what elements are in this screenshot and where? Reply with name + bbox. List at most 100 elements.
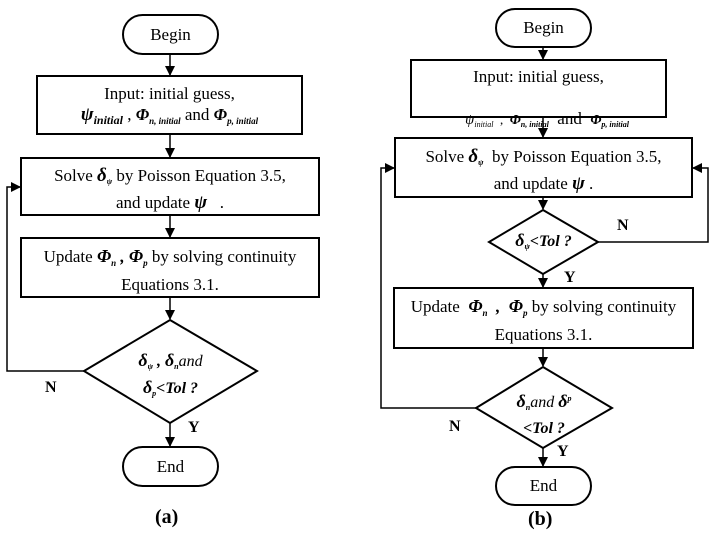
psi-symbol: ψ — [194, 192, 208, 213]
delta-n-subscript: n — [174, 362, 179, 371]
flowchart-a — [6, 14, 320, 487]
solve-line2-a: and update ψ . — [21, 192, 319, 213]
and-text: and — [178, 353, 203, 370]
delta-p-symbol: δ — [558, 391, 568, 411]
input-line1-b: Input: initial guess, — [473, 67, 604, 86]
tolerance-condition: <Tol ? — [529, 233, 572, 250]
decision2-text-b: δnand δp <Tol ? — [476, 388, 612, 439]
update-pre: and update — [115, 193, 195, 212]
update-line1-b: Update Φn , Φp by solving continuity — [394, 296, 693, 324]
delta-psi-subscript: ψ — [147, 362, 153, 371]
caption-a: (a) — [155, 506, 179, 528]
update-post: by solving continuity — [527, 297, 677, 316]
phi-p-subscript: p, initial — [601, 120, 629, 129]
comma: , — [152, 353, 165, 370]
psi-symbol: ψ — [572, 173, 585, 194]
loop-no-line-decision1-b — [598, 163, 709, 243]
update-pre: Update — [410, 297, 469, 316]
comma: , — [487, 297, 509, 316]
separator: , — [493, 112, 510, 127]
psi-symbol: ψ — [80, 104, 94, 125]
phi-n-symbol: Φ — [509, 113, 521, 128]
delta-psi-subscript: ψ — [524, 242, 530, 251]
end-terminal-a — [122, 446, 219, 487]
decision-line2-a: δp<Tol ? — [84, 377, 257, 404]
no-label-decision2-b: N — [449, 418, 461, 435]
phi-p-subscript: p — [143, 258, 148, 268]
caption-b: (b) — [528, 508, 553, 530]
delta-symbol: δ — [468, 146, 479, 167]
yes-label-a: Y — [188, 419, 200, 436]
delta-n-symbol: δ — [516, 391, 526, 411]
begin-label-a: Begin — [150, 25, 191, 44]
and-text: and — [180, 105, 214, 124]
phi-n-symbol: Φ — [96, 246, 112, 266]
psi-symbol: ψ — [465, 112, 475, 128]
delta-n-subscript: n — [525, 403, 531, 412]
input-line2-b: ψinitial , Φn, initial and Φp, initial — [411, 87, 666, 156]
delta-p-symbol: δ — [142, 377, 153, 397]
and-text: and — [530, 394, 559, 411]
end-label-a: End — [156, 457, 185, 476]
decision1-text-b: δψ<Tol ? — [489, 230, 598, 257]
end-label-b: End — [529, 476, 558, 495]
yes-label-decision1-b: Y — [564, 269, 576, 286]
solve-pre: Solve — [54, 166, 98, 185]
tolerance-condition: <Tol ? — [156, 380, 199, 397]
input-text-b: Input: initial guess, ψinitial , Φn, ini… — [411, 66, 666, 156]
phi-n-subscript: n, initial — [149, 116, 181, 126]
loop-no-line-decision2-b — [380, 163, 476, 409]
input-line2-a: ψinitial , Φn, initial and Φp, initial — [37, 104, 302, 132]
comma: , — [116, 247, 129, 266]
solve-text-b: Solve δψ by Poisson Equation 3.5, and up… — [395, 146, 692, 194]
solve-post: by Poisson Equation 3.5, — [483, 147, 662, 166]
delta-p-subscript: p — [567, 394, 572, 403]
begin-label-b: Begin — [523, 18, 564, 37]
phi-p-symbol: Φ — [508, 296, 523, 316]
separator: , — [122, 105, 136, 124]
phi-n-symbol: Φ — [468, 296, 483, 316]
solve-text-a: Solve δψ by Poisson Equation 3.5, and up… — [21, 165, 319, 213]
update-pre: Update — [43, 247, 97, 266]
update-text-a: Update Φn , Φp by solving continuity Equ… — [21, 246, 319, 295]
decision2-line2-b: <Tol ? — [523, 420, 565, 437]
phi-n-symbol: Φ — [135, 105, 150, 124]
yes-label-decision2-b: Y — [557, 443, 569, 460]
solve-line1-b: Solve δψ by Poisson Equation 3.5, — [395, 146, 692, 173]
phi-n-subscript: n, initial — [520, 120, 549, 129]
input-line1-a: Input: initial guess, — [104, 84, 235, 103]
phi-n-subscript: n — [482, 308, 488, 318]
phi-p-symbol: Φ — [213, 105, 228, 124]
solve-post: by Poisson Equation 3.5, — [112, 166, 286, 185]
delta-subscript: ψ — [478, 158, 484, 167]
phi-p-symbol: Φ — [590, 113, 602, 128]
end-terminal-b — [495, 466, 592, 506]
and-text: and — [548, 109, 591, 128]
update-pre: and update — [493, 174, 573, 193]
period: . — [584, 174, 594, 193]
decision-line1-a: δψ , δnand — [84, 350, 257, 377]
loop-no-line-a — [6, 182, 84, 372]
update-line1-a: Update Φn , Φp by solving continuity — [21, 246, 319, 274]
period: . — [207, 193, 225, 212]
delta-psi-symbol: δ — [138, 350, 148, 370]
phi-n-subscript: n — [111, 258, 117, 268]
delta-subscript: ψ — [106, 177, 113, 186]
delta-p-subscript: p — [152, 389, 157, 398]
phi-p-subscript: p, initial — [227, 116, 259, 126]
solve-line2-b: and update ψ . — [395, 173, 692, 194]
update-line2-a: Equations 3.1. — [121, 275, 219, 294]
input-box-b — [410, 59, 667, 118]
delta-psi-symbol: δ — [515, 230, 525, 250]
input-text-a: Input: initial guess, ψinitial , Φn, ini… — [37, 83, 302, 132]
phi-p-subscript: p — [523, 308, 528, 318]
solve-pre: Solve — [425, 147, 469, 166]
psi-subscript: initial — [93, 113, 123, 127]
decision-text-a: δψ , δ nand δp<Tol ? — [84, 350, 257, 404]
solve-line1-a: Solve δψ by Poisson Equation 3.5, — [21, 165, 319, 192]
psi-subscript: initial — [474, 120, 494, 129]
update-post: by solving continuity — [147, 247, 297, 266]
delta-symbol: δ — [97, 165, 107, 186]
update-text-b: Update Φn , Φp by solving continuity Equ… — [394, 296, 693, 345]
